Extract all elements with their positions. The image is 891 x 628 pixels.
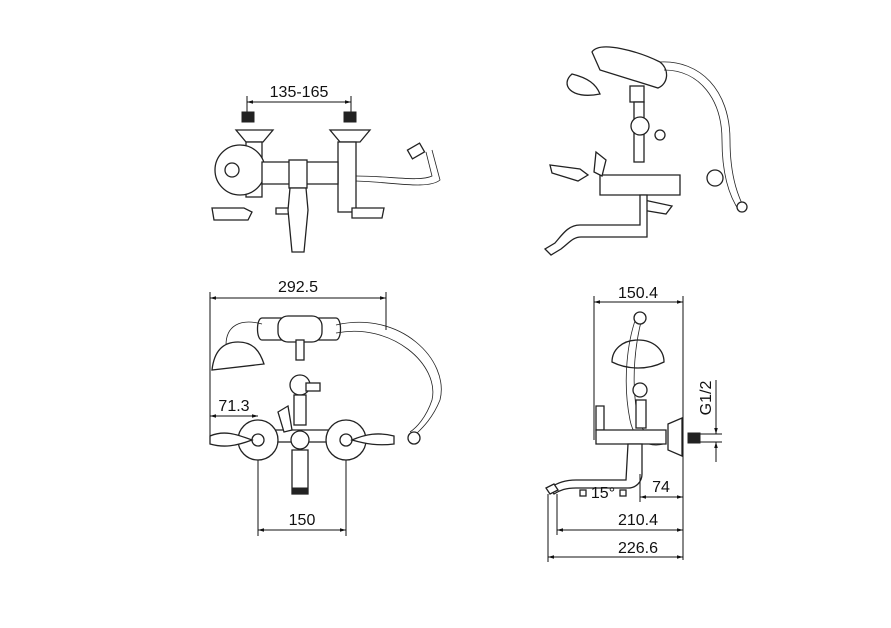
center-dimension-label: 150: [289, 512, 316, 529]
spout-reach-dimension-label: 210.4: [618, 512, 658, 529]
handset: [591, 46, 668, 89]
perspective-view: [543, 46, 748, 256]
spout: [287, 187, 309, 253]
spout: [543, 194, 648, 256]
depth-dimension-label: 150.4: [618, 285, 658, 302]
spacing-dimension-label: 135-165: [270, 84, 329, 101]
shower-head: [566, 73, 601, 96]
shower-head: [211, 341, 265, 371]
angle-dimension-label: 15°: [591, 485, 615, 502]
thread-dimension-label: G1/2: [698, 381, 715, 416]
spout-offset-dimension-label: 74: [652, 479, 670, 496]
right-valve: [328, 111, 385, 219]
wall-flange: [667, 417, 683, 457]
top-view: 135-165: [211, 84, 441, 253]
shower-head: [611, 339, 665, 369]
left-valve: [211, 111, 275, 221]
width-dimension-label: 292.5: [278, 279, 318, 296]
offset-dimension-label: 71.3: [218, 398, 249, 415]
mixer-body: [599, 174, 681, 196]
total-reach-dimension-label: 226.6: [618, 540, 658, 557]
front-view: 292.5 71.3 150: [209, 279, 442, 536]
hose: [355, 151, 433, 180]
side-view: 150.4 G1/2 15° 74 210.4 226.6: [545, 285, 722, 562]
spout: [291, 449, 309, 495]
